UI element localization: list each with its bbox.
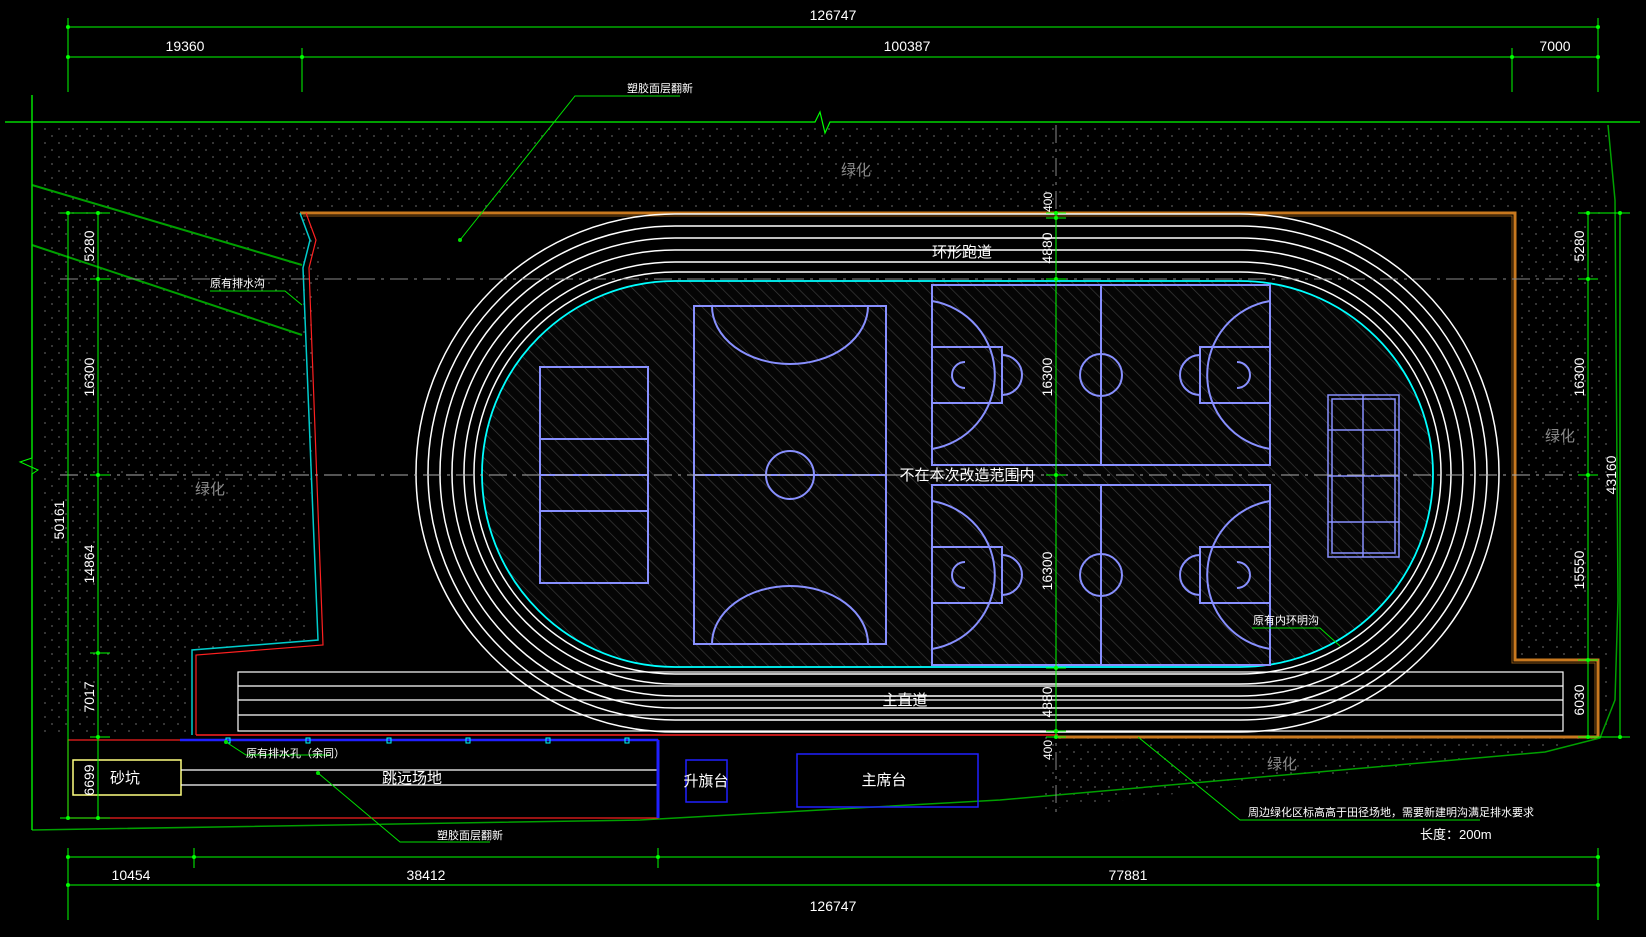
label-green-right: 绿化 <box>1545 428 1575 445</box>
boundary-left-cyan <box>191 212 319 735</box>
flag-platform <box>685 759 728 803</box>
dim-right-total: 43160 <box>1603 455 1619 494</box>
track-lane-1 <box>473 271 1442 675</box>
rostrum <box>796 753 979 808</box>
site-outline-right <box>31 124 1619 831</box>
dim-top-mid: 100387 <box>884 38 931 54</box>
label-green-bottom: 绿化 <box>1267 756 1297 773</box>
dim-left-4: 7017 <box>81 681 97 712</box>
dim-center-top-lane: 4880 <box>1039 232 1055 263</box>
basketball-court-upper <box>931 284 1271 466</box>
dim-center-bottom-lane: 4880 <box>1039 686 1055 717</box>
callout-leaders <box>210 95 1480 843</box>
label-rostrum: 主席台 <box>861 772 906 789</box>
top-break-line <box>5 110 1640 135</box>
callout-inner-ring-drain: 原有内环明沟 <box>1253 613 1319 627</box>
boundary-left-red <box>195 212 324 735</box>
track-lane-4 <box>439 237 1476 709</box>
existing-line-2 <box>31 244 303 336</box>
dim-bottom-right: 77881 <box>1109 867 1148 883</box>
label-sand-pit: 砂坑 <box>110 770 140 787</box>
label-main-straight: 主直道 <box>882 692 927 709</box>
dim-right-1: 5280 <box>1571 230 1587 261</box>
boundary-orange-inner <box>303 215 1596 734</box>
inner-drain-ring <box>481 280 1434 668</box>
green-area-right <box>1515 213 1612 735</box>
dim-top-total: 126747 <box>810 7 857 23</box>
dim-left-5: 6699 <box>81 764 97 795</box>
label-flag-platform: 升旗台 <box>683 773 728 790</box>
dim-bottom-left: 10454 <box>112 867 151 883</box>
label-green-top: 绿化 <box>841 162 871 179</box>
boundary-orange <box>300 211 1600 739</box>
green-area-left <box>40 125 320 735</box>
callout-peripheral-note: 周边绿化区标高高于田径场地，需要新建明沟满足排水要求 <box>1248 805 1534 819</box>
track-lane-6 <box>415 213 1500 733</box>
label-green-left: 绿化 <box>195 481 225 498</box>
running-track <box>415 213 1500 733</box>
main-straight-lanes <box>237 671 1564 732</box>
dim-top-right: 7000 <box>1539 38 1570 54</box>
track-lane-5 <box>427 225 1488 721</box>
track-lane-3 <box>451 249 1464 697</box>
dim-center-lower-court: 16300 <box>1039 551 1055 590</box>
dim-right-3: 15550 <box>1571 550 1587 589</box>
field-hatch <box>482 281 1433 667</box>
long-jump-area <box>67 738 660 819</box>
callout-drain-holes: 原有排水孔（余同） <box>246 746 345 760</box>
dim-left-2: 16300 <box>81 357 97 396</box>
dim-top-left: 19360 <box>166 38 205 54</box>
green-area-top <box>40 125 1610 213</box>
callout-length-note: 长度：200m <box>1420 827 1492 842</box>
label-long-jump: 跳远场地 <box>382 770 442 787</box>
dim-center-upper-court: 16300 <box>1039 357 1055 396</box>
callout-resurface-top: 塑胶面层翻新 <box>627 81 693 95</box>
callout-existing-ditch: 原有排水沟 <box>210 276 265 290</box>
dim-bottom-total: 126747 <box>810 898 857 914</box>
badminton-court <box>1327 394 1400 558</box>
label-not-in-scope: 不在本次改造范围内 <box>899 467 1034 484</box>
dim-right-2: 16300 <box>1571 357 1587 396</box>
dim-center-bottom-offset: 400 <box>1041 740 1055 760</box>
dim-left-1: 5280 <box>81 230 97 261</box>
dim-right-4: 6030 <box>1571 684 1587 715</box>
sand-pit <box>72 759 182 796</box>
basketball-court-lower <box>931 484 1271 666</box>
green-area-bottom <box>1040 737 1600 810</box>
callout-resurface-bottom: 塑胶面层翻新 <box>437 828 503 842</box>
label-track: 环形跑道 <box>932 244 992 261</box>
dim-bottom-mid: 38412 <box>407 867 446 883</box>
dimension-ticks <box>66 25 1622 887</box>
left-break-line <box>18 95 40 830</box>
dim-left-3: 14864 <box>81 544 97 583</box>
track-lane-2 <box>463 261 1452 685</box>
dim-left-total: 50161 <box>51 500 67 539</box>
existing-line-1 <box>31 184 303 266</box>
dim-center-top-offset: 400 <box>1041 192 1055 212</box>
